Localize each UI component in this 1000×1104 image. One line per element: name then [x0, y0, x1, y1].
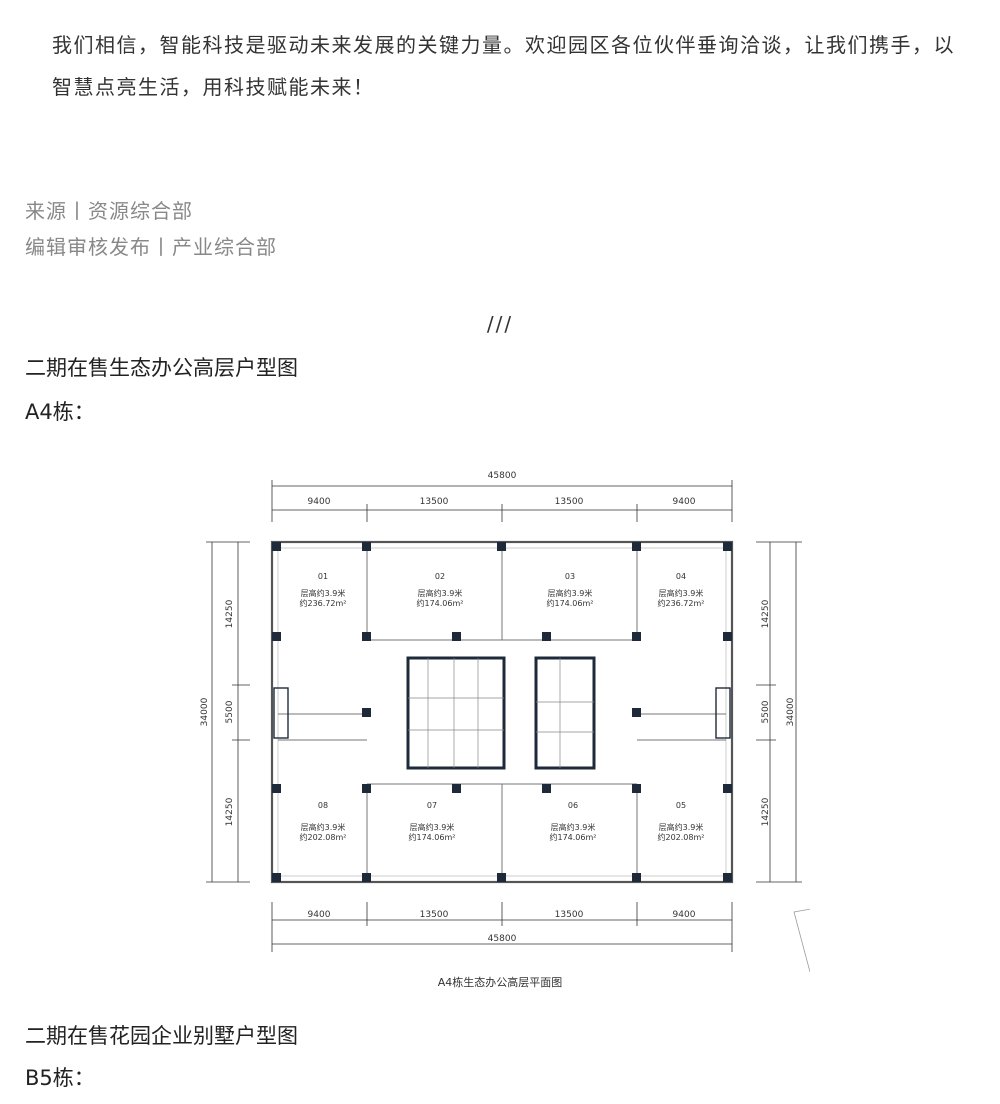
- dim-bay-4-top: 9400: [673, 497, 696, 507]
- svg-text:约202.08m²: 约202.08m²: [658, 832, 705, 842]
- svg-text:约174.06m²: 约174.06m²: [550, 832, 597, 842]
- svg-text:层高约3.9米: 层高约3.9米: [410, 822, 455, 832]
- dim-depth-3-left: 14250: [225, 797, 235, 826]
- dim-bay-3-top: 13500: [555, 497, 584, 507]
- svg-text:约236.72m²: 约236.72m²: [658, 598, 705, 608]
- section2-building: B5栋：: [25, 1066, 95, 1090]
- svg-text:层高约3.9米: 层高约3.9米: [659, 588, 704, 598]
- dim-bay-1-bottom: 9400: [308, 910, 331, 920]
- svg-text:层高约3.9米: 层高约3.9米: [548, 588, 593, 598]
- dim-bay-4-bottom: 9400: [673, 910, 696, 920]
- svg-text:层高约3.9米: 层高约3.9米: [418, 588, 463, 598]
- svg-text:04: 04: [676, 572, 686, 581]
- svg-text:03: 03: [565, 572, 575, 581]
- dim-bay-1-top: 9400: [308, 497, 331, 507]
- svg-text:约174.06m²: 约174.06m²: [547, 598, 594, 608]
- dim-depth-2-right: 5500: [761, 700, 771, 723]
- dim-bay-3-bottom: 13500: [555, 910, 584, 920]
- unit-07: 07 层高约3.9米 约174.06m²: [409, 801, 456, 842]
- svg-text:05: 05: [676, 801, 686, 810]
- dim-total-width-bottom: 45800: [488, 934, 517, 944]
- dim-bay-2-bottom: 13500: [420, 910, 449, 920]
- section-divider: ///: [486, 312, 514, 336]
- svg-text:02: 02: [435, 572, 445, 581]
- svg-text:08: 08: [318, 801, 328, 810]
- svg-text:06: 06: [568, 801, 578, 810]
- unit-01: 01 层高约3.9米 约236.72m²: [300, 572, 347, 608]
- unit-06: 06 层高约3.9米 约174.06m²: [550, 801, 597, 842]
- floorplan-caption: A4栋生态办公高层平面图: [437, 976, 563, 989]
- dim-total-width-top: 45800: [488, 471, 517, 481]
- dim-depth-3-right: 14250: [761, 797, 771, 826]
- svg-text:层高约3.9米: 层高约3.9米: [301, 588, 346, 598]
- dim-depth-1-left: 14250: [225, 599, 235, 628]
- section1-title: 二期在售生态办公高层户型图: [25, 356, 298, 380]
- intro-paragraph: 我们相信，智能科技是驱动未来发展的关键力量。欢迎园区各位伙伴垂询洽谈，让我们携手…: [52, 33, 955, 99]
- svg-text:07: 07: [427, 801, 437, 810]
- unit-04: 04 层高约3.9米 约236.72m²: [658, 572, 705, 608]
- dim-total-depth-right: 34000: [786, 697, 796, 726]
- credits: 来源丨资源综合部 编辑审核发布丨产业综合部: [25, 193, 277, 265]
- svg-text:约202.08m²: 约202.08m²: [300, 832, 347, 842]
- dim-total-depth-left: 34000: [200, 697, 210, 726]
- dim-bay-2-top: 13500: [420, 497, 449, 507]
- svg-text:层高约3.9米: 层高约3.9米: [659, 822, 704, 832]
- svg-text:约174.06m²: 约174.06m²: [417, 598, 464, 608]
- svg-text:层高约3.9米: 层高约3.9米: [301, 822, 346, 832]
- credit-source: 来源丨资源综合部: [25, 199, 193, 223]
- svg-text:01: 01: [318, 572, 328, 581]
- section1-building: A4栋：: [25, 400, 95, 424]
- svg-text:约236.72m²: 约236.72m²: [300, 598, 347, 608]
- unit-02: 02 层高约3.9米 约174.06m²: [417, 572, 464, 608]
- unit-05: 05 层高约3.9米 约202.08m²: [658, 801, 705, 842]
- dim-depth-2-left: 5500: [225, 700, 235, 723]
- unit-03: 03 层高约3.9米 约174.06m²: [547, 572, 594, 608]
- unit-08: 08 层高约3.9米 约202.08m²: [300, 801, 347, 842]
- dim-depth-1-right: 14250: [761, 599, 771, 628]
- svg-text:层高约3.9米: 层高约3.9米: [551, 822, 596, 832]
- section2-title: 二期在售花园企业别墅户型图: [25, 1024, 298, 1048]
- svg-text:约174.06m²: 约174.06m²: [409, 832, 456, 842]
- site-mini-map: [793, 908, 810, 972]
- floor-plan: 45800 9400 13500 13500 9400 9400 13500 1…: [200, 471, 810, 972]
- credit-editor: 编辑审核发布丨产业综合部: [25, 235, 277, 259]
